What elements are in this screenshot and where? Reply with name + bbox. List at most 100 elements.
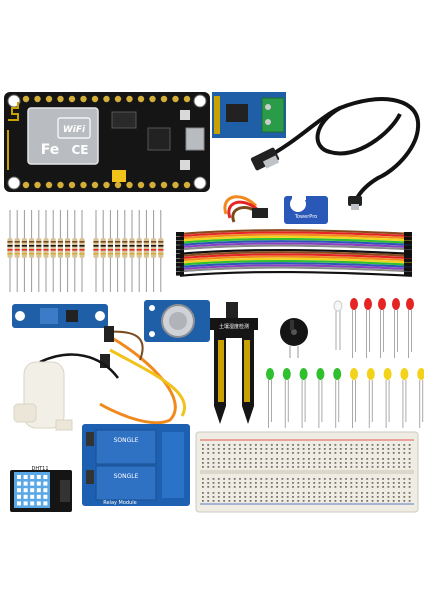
hole: [345, 486, 347, 488]
resistor-band: [122, 245, 128, 247]
hole: [313, 500, 316, 502]
hole: [398, 500, 400, 502]
hole: [244, 482, 247, 484]
pin: [137, 95, 145, 103]
hole: [376, 466, 379, 468]
resistor-band: [93, 241, 99, 243]
hole: [223, 444, 225, 446]
hole: [329, 448, 331, 450]
hole: [345, 492, 347, 494]
hole: [297, 496, 300, 498]
hole: [265, 478, 268, 480]
led-yellow: [417, 368, 424, 380]
hole: [202, 458, 204, 460]
hole: [334, 448, 337, 450]
hole: [207, 478, 210, 480]
hole: [212, 458, 215, 460]
hole: [233, 496, 236, 498]
hole: [313, 448, 316, 450]
hole: [387, 486, 390, 488]
hole: [260, 462, 263, 464]
resistor-band: [50, 253, 56, 255]
hole: [302, 482, 305, 484]
vent: [36, 475, 41, 479]
hole: [329, 482, 331, 484]
hole: [323, 486, 326, 488]
hole: [207, 466, 210, 468]
resistor-band: [122, 253, 128, 255]
hole: [207, 500, 210, 502]
hole: [339, 448, 342, 450]
hole: [270, 496, 273, 498]
resistor-band: [107, 245, 113, 247]
hole: [239, 482, 241, 484]
hole: [212, 462, 215, 464]
hole: [376, 496, 379, 498]
hole: [339, 482, 342, 484]
pin: [68, 181, 76, 189]
servo-brand-label: TowerPro: [294, 214, 317, 220]
jumper-pin-right: [404, 249, 412, 254]
hole: [392, 496, 395, 498]
hole: [329, 466, 331, 468]
hole: [392, 452, 395, 454]
hole: [244, 478, 247, 480]
hole: [255, 448, 257, 450]
hole: [212, 492, 215, 494]
jumper-strand: [179, 266, 413, 273]
hole: [228, 500, 231, 502]
jumper-pin-left: [176, 249, 184, 254]
hole: [329, 500, 331, 502]
piezo-buzzer: [280, 318, 308, 358]
hole: [366, 486, 369, 488]
hole: [281, 452, 284, 454]
jumper-strand: [179, 253, 413, 260]
hole: [228, 458, 231, 460]
hole: [387, 496, 390, 498]
pin: [22, 95, 30, 103]
hole: [249, 482, 252, 484]
resistor-band: [107, 253, 113, 255]
pin: [80, 95, 87, 103]
hole: [350, 478, 353, 480]
hole: [350, 482, 353, 484]
hole: [292, 478, 294, 480]
vent: [36, 481, 41, 486]
hole: [366, 444, 369, 446]
jumper-pin-right: [404, 262, 412, 267]
hole: [297, 486, 300, 488]
hole: [239, 492, 241, 494]
hole: [403, 452, 406, 454]
vent: [36, 488, 41, 493]
micro-usb-plug: [348, 196, 362, 206]
hole: [276, 458, 278, 460]
vent: [30, 494, 35, 499]
hole: [366, 492, 369, 494]
hole: [371, 496, 374, 498]
resistor: [115, 210, 121, 292]
jumper-strand: [179, 237, 413, 244]
micro-usb-port: [185, 127, 205, 151]
hole: [308, 462, 310, 464]
hole: [217, 458, 220, 460]
usb-serial-chip: [147, 127, 171, 151]
hole: [297, 448, 300, 450]
hole: [345, 478, 347, 480]
vent: [30, 488, 35, 493]
hole: [281, 462, 284, 464]
hole: [302, 466, 305, 468]
hole: [339, 458, 342, 460]
resistor-band: [57, 253, 63, 255]
hole: [382, 492, 384, 494]
resistor-band: [129, 249, 135, 251]
jumper-strand: [179, 242, 413, 249]
hole: [281, 444, 284, 446]
hole: [217, 500, 220, 502]
hole: [276, 452, 278, 454]
hole: [281, 486, 284, 488]
jumper-pin-right: [404, 240, 412, 245]
vent: [43, 501, 48, 506]
hole: [376, 444, 379, 446]
hole: [398, 492, 400, 494]
hole: [313, 478, 316, 480]
